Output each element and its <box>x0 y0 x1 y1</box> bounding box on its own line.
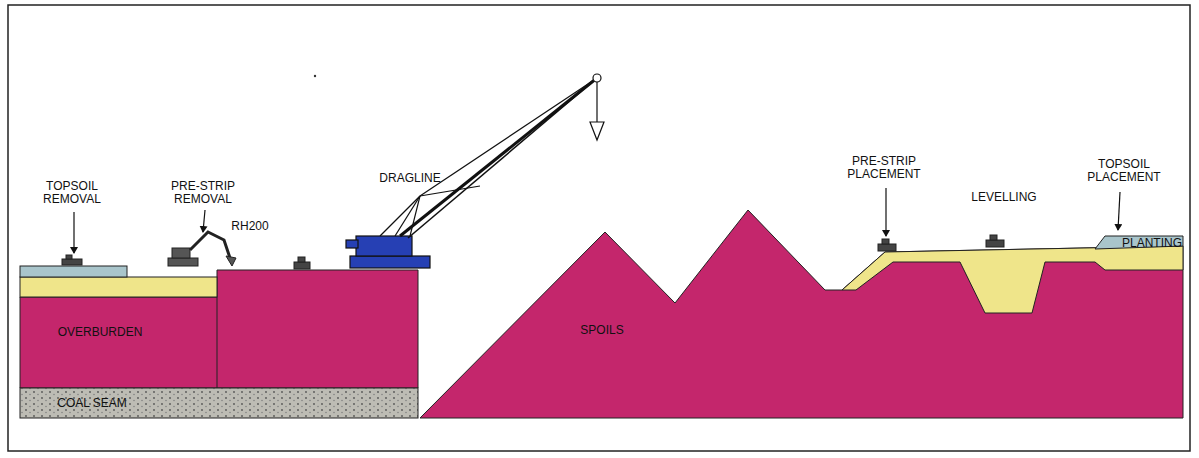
part-label: OVERBURDEN <box>58 326 143 339</box>
topsoil-layer <box>20 266 127 277</box>
coal-seam <box>20 388 418 418</box>
spoils <box>420 210 1183 418</box>
pre-strip-placed <box>842 246 1183 313</box>
scraper <box>62 255 82 265</box>
cut-line <box>217 297 218 388</box>
leader-arrow <box>885 188 886 236</box>
speck <box>314 75 316 77</box>
dragline <box>346 74 604 268</box>
leader-arrow <box>203 210 205 232</box>
dozer <box>986 235 1004 247</box>
part-label: TOPSOIL REMOVAL <box>36 180 108 206</box>
excavator-rh200 <box>168 232 236 266</box>
pre-strip-layer <box>20 277 217 297</box>
leader-arrow <box>73 212 74 253</box>
part-label: TOPSOIL PLACEMENT <box>1079 158 1169 184</box>
part-label: COAL SEAM <box>57 397 127 410</box>
part-label: RH200 <box>231 220 268 233</box>
topsoil-placed <box>1095 236 1183 249</box>
part-label: PRE-STRIP REMOVAL <box>161 180 245 206</box>
part-label: LEVELLING <box>971 191 1036 204</box>
overburden <box>20 270 418 388</box>
part-label: PRE-STRIP PLACEMENT <box>836 155 932 181</box>
part-label: PLANTING <box>1122 237 1182 250</box>
dozer <box>878 239 896 251</box>
leader-arrow <box>1118 192 1120 230</box>
frame <box>8 5 1190 451</box>
part-label: DRAGLINE <box>379 172 440 185</box>
part-label: SPOILS <box>580 324 623 337</box>
dozer <box>294 257 310 269</box>
